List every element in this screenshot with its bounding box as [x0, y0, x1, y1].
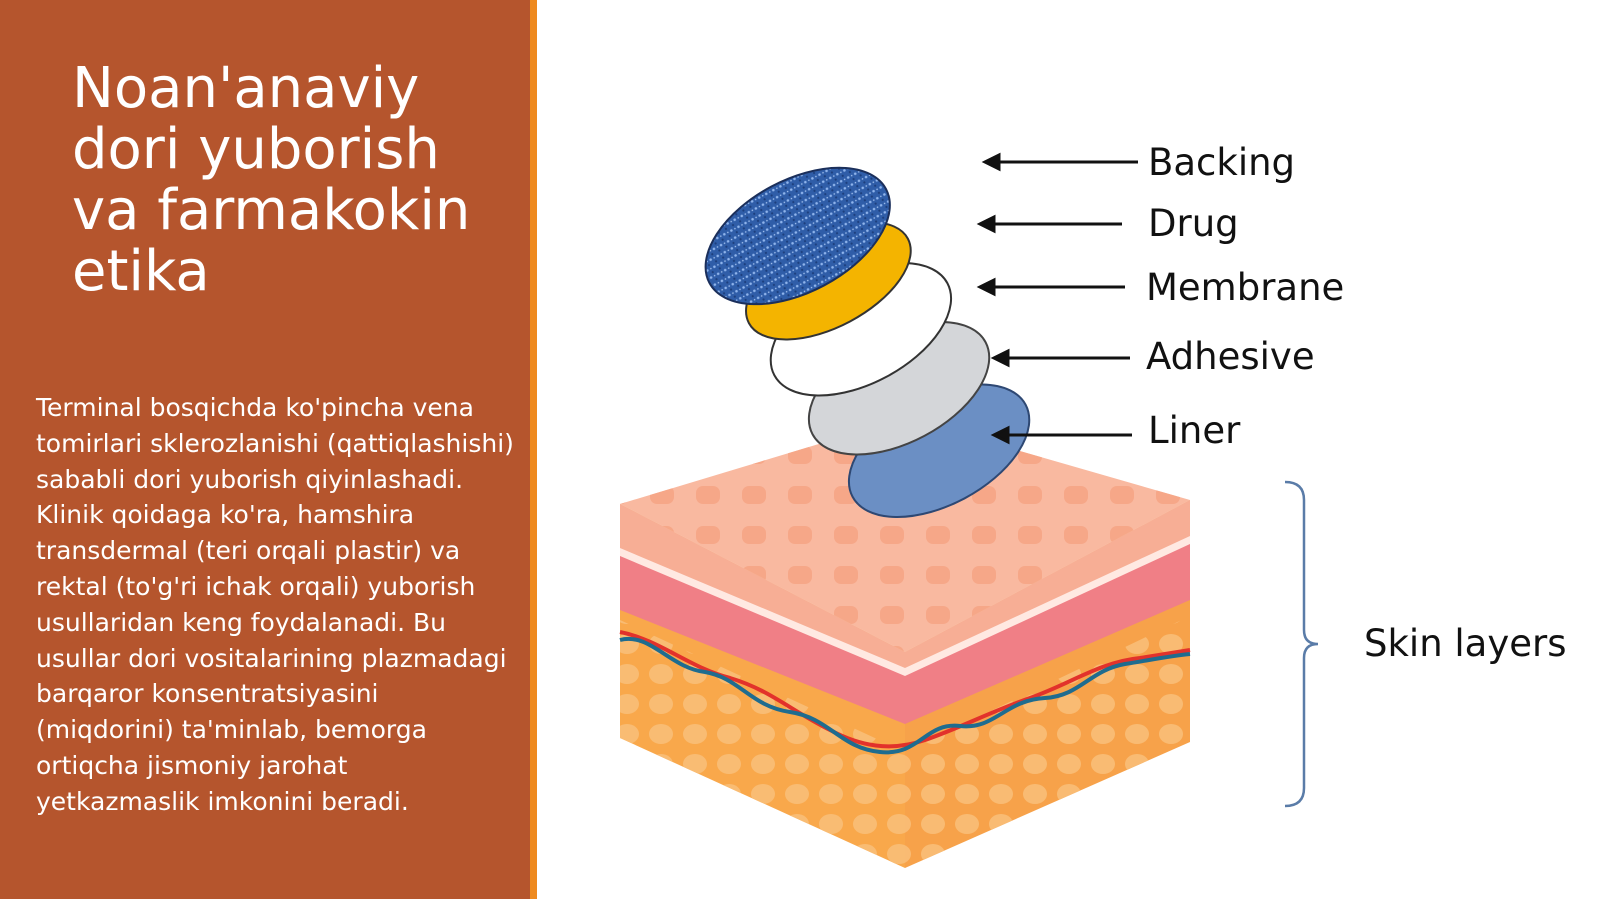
slide-body-text: Terminal bosqichda ko'pincha vena tomirl… [36, 393, 514, 816]
label-drug: Drug [1148, 202, 1239, 245]
label-backing: Backing [1148, 141, 1295, 184]
vein-blue [619, 636, 1191, 755]
skin-left-fat [620, 620, 905, 868]
skin-right-white-line [905, 536, 1190, 676]
skin-top-texture [620, 418, 1190, 652]
skin-layers-bracket [1284, 480, 1319, 808]
skin-left-dermis [620, 552, 905, 724]
label-arrows [976, 152, 1138, 445]
arrow-adhesive-head [990, 348, 1010, 368]
skin-block [619, 418, 1191, 868]
left-panel: Noan'anaviy dori yuborish va farmakokine… [0, 0, 530, 899]
slide-title: Noan'anaviy dori yuborish va farmakokine… [72, 56, 471, 304]
backing-disc [704, 166, 891, 306]
label-membrane: Membrane [1146, 266, 1344, 309]
skin-right-fat [905, 616, 1190, 868]
patch-layers [704, 166, 1031, 519]
arrow-liner-head [990, 425, 1010, 445]
label-liner: Liner [1148, 409, 1241, 452]
arrow-backing-head [981, 152, 1001, 172]
skin-left-epidermis [620, 504, 905, 672]
skin-left-white-line [620, 548, 905, 676]
arrow-drug-head [976, 214, 996, 234]
arrow-membrane-head [976, 277, 996, 297]
label-adhesive: Adhesive [1146, 335, 1315, 378]
label-skin-layers: Skin layers [1364, 622, 1567, 665]
accent-stripe [530, 0, 537, 899]
skin-right-epidermis [905, 500, 1190, 672]
skin-right-dermis [905, 540, 1190, 724]
transdermal-patch-diagram: Backing Drug Membrane Adhesive Liner Ski… [619, 141, 1567, 868]
